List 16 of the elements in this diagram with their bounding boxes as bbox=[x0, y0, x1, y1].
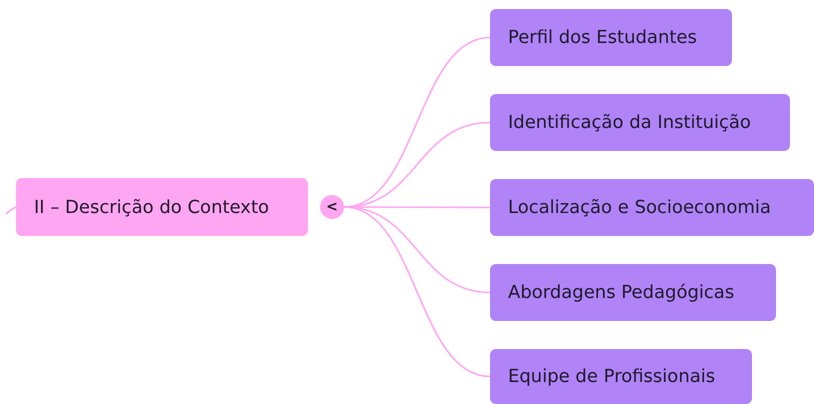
subtopic-box bbox=[490, 349, 752, 404]
node-label: Identificação da Instituição bbox=[507, 112, 751, 133]
subtopic-box bbox=[490, 9, 732, 66]
topic-box bbox=[16, 178, 308, 236]
subtopic-box bbox=[490, 94, 790, 151]
node-label: II – Descrição do Contexto bbox=[33, 196, 270, 218]
connector bbox=[344, 206, 490, 208]
connector bbox=[344, 206, 490, 378]
node-label: Localização e Socioeconomia bbox=[507, 197, 771, 218]
connector bbox=[5, 206, 16, 215]
node-label: Perfil dos Estudantes bbox=[507, 27, 697, 48]
subtopic-box bbox=[490, 179, 814, 236]
subtopic-box bbox=[490, 264, 776, 321]
collapse-toggle: < bbox=[320, 195, 344, 219]
node-label: Abordagens Pedagógicas bbox=[507, 282, 734, 303]
node-label: Equipe de Profissionais bbox=[507, 366, 716, 387]
